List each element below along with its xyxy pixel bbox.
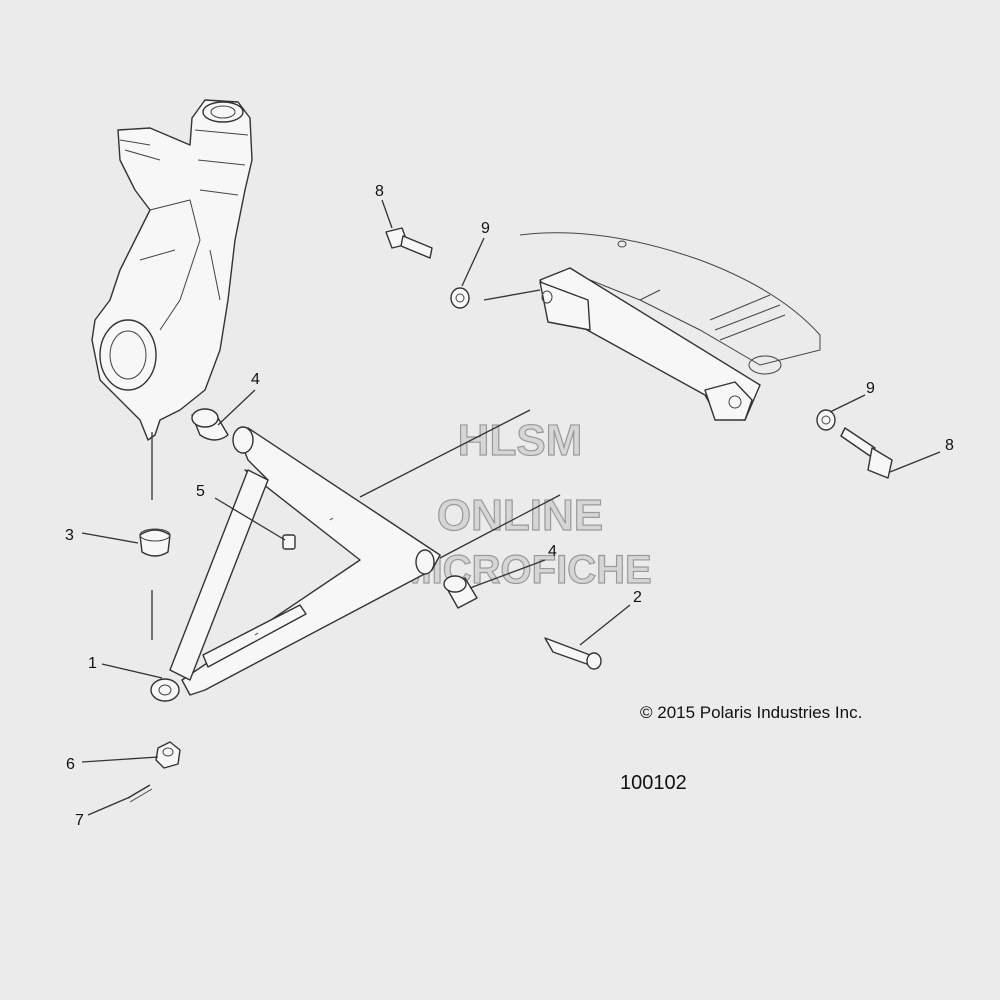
part-4-bushing-front xyxy=(191,408,229,441)
watermark: HLSM ONLINE MICROFICHE xyxy=(398,415,653,592)
part-5-grease-fitting xyxy=(282,534,296,550)
part-6-castle-nut xyxy=(155,741,181,769)
leader-lines xyxy=(81,199,941,816)
callout-6: 6 xyxy=(66,756,75,773)
callout-8-upper: 8 xyxy=(375,183,384,200)
callout-labels: 1 2 3 4 4 5 6 7 8 8 9 9 xyxy=(65,183,954,829)
callout-4-upper: 4 xyxy=(251,371,260,388)
steering-knuckle xyxy=(91,99,253,441)
callout-8-lower: 8 xyxy=(945,437,954,454)
bushing-axis-line xyxy=(439,494,561,559)
part-9-washer-upper xyxy=(450,287,470,309)
part-4-bushing-rear xyxy=(443,575,478,609)
callout-5: 5 xyxy=(196,483,205,500)
part-3-boot xyxy=(139,528,171,557)
watermark-line1: HLSM xyxy=(458,416,583,465)
part-8-bolt-upper xyxy=(385,227,433,259)
figure-number: 100102 xyxy=(620,772,687,794)
callout-1: 1 xyxy=(88,655,97,672)
pivot-axis-line xyxy=(359,409,531,498)
frame-crossmember xyxy=(519,232,821,421)
callout-7: 7 xyxy=(75,812,84,829)
part-8-bolt-lower xyxy=(840,427,893,479)
copyright-notice: © 2015 Polaris Industries Inc. xyxy=(640,703,863,722)
callout-4-lower: 4 xyxy=(548,543,557,560)
callout-9-upper: 9 xyxy=(481,220,490,237)
callout-3: 3 xyxy=(65,527,74,544)
callout-2: 2 xyxy=(633,589,642,606)
part-9-washer-lower xyxy=(816,409,836,431)
part-1-a-arm xyxy=(150,426,441,702)
part-2-pivot-shaft xyxy=(544,637,602,670)
callout-9-lower: 9 xyxy=(866,380,875,397)
part-7-cotter-pin xyxy=(127,784,153,803)
